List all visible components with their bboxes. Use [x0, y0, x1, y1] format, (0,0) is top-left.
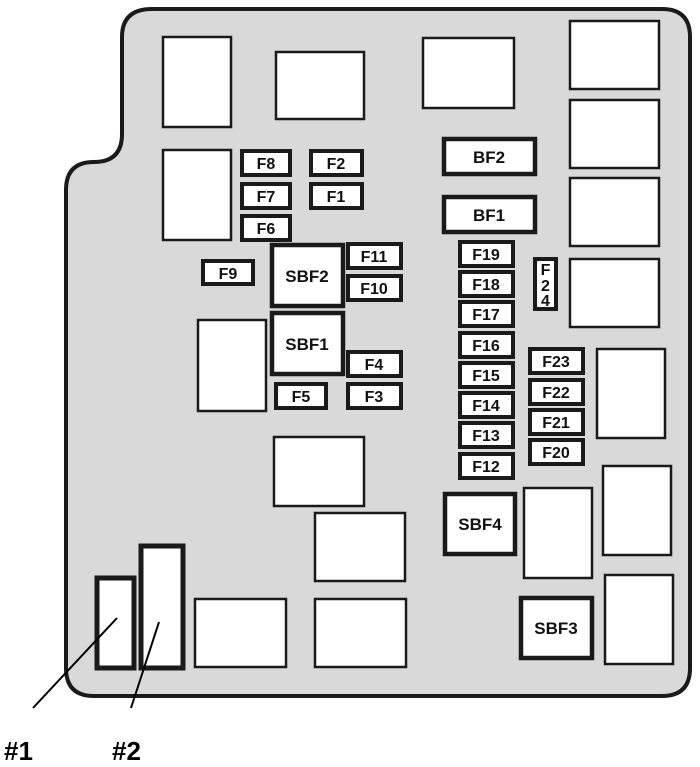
- fuse-label: F3: [365, 389, 384, 406]
- fuse-label: F19: [472, 247, 500, 264]
- fuse-label: SBF3: [534, 619, 577, 638]
- fuse-label: F20: [542, 445, 570, 462]
- slot: [272, 435, 366, 508]
- slot: [568, 19, 661, 91]
- fuse-f15: F15: [458, 361, 515, 389]
- fuse-f2: F2: [309, 149, 364, 177]
- fuse-label-char: F: [541, 262, 551, 279]
- slow-blow-fuse-sbf1: SBF1: [269, 310, 346, 377]
- fuse-f11: F11: [346, 242, 403, 270]
- blade-fuse-bf2: BF2: [441, 136, 538, 177]
- fuse-label: SBF2: [285, 267, 328, 286]
- fuse-f16: F16: [458, 331, 515, 359]
- fuse-f18: F18: [458, 270, 515, 298]
- fuse-label: F14: [472, 398, 500, 415]
- fuse-label: F13: [472, 428, 500, 445]
- fuse-label: F10: [360, 281, 388, 298]
- fuse-f23: F23: [528, 347, 585, 375]
- fuse-label: F23: [542, 354, 570, 371]
- slot: [161, 35, 233, 129]
- fuse-f22: F22: [528, 378, 585, 406]
- slot: [161, 148, 233, 242]
- fuse-f19: F19: [458, 240, 515, 268]
- slot: [568, 176, 661, 248]
- fuse-label: F9: [219, 266, 238, 283]
- fuse-label: F18: [472, 277, 500, 294]
- callout-line-1: [32, 617, 118, 709]
- fuse-label: F5: [292, 389, 311, 406]
- empty-slots: [161, 19, 675, 669]
- slow-blow-fuse-sbf2: SBF2: [269, 242, 346, 309]
- slot: [313, 597, 408, 669]
- fuse-label: F17: [472, 307, 500, 324]
- fuse-f1: F1: [309, 182, 364, 210]
- fuse-f8: F8: [240, 149, 292, 177]
- fuse-label: F22: [542, 385, 570, 402]
- fuse-label: F16: [472, 338, 500, 355]
- fuse-f20: F20: [528, 438, 585, 466]
- callout-line-2: [130, 621, 160, 709]
- slow-blow-fuse-sbf3: SBF3: [518, 595, 595, 661]
- fuse-f14: F14: [458, 391, 515, 419]
- fuse-label: F21: [542, 415, 570, 432]
- fuse-label: F15: [472, 368, 500, 385]
- fuse-label: SBF1: [285, 335, 328, 354]
- fuse-f4: F4: [346, 350, 403, 378]
- fuse-label: F1: [327, 189, 346, 206]
- fuse-f13: F13: [458, 421, 515, 449]
- fuse-label: F4: [365, 357, 384, 374]
- slot: [568, 257, 661, 329]
- fuse-label: BF2: [473, 148, 505, 167]
- slot: [421, 36, 516, 110]
- fuse-f6: F6: [240, 214, 292, 242]
- fuse-label: BF1: [473, 206, 505, 225]
- fuse-label: F12: [472, 459, 500, 476]
- blade-fuse-bf1: BF1: [441, 194, 538, 235]
- slow-blow-fuse-sbf4: SBF4: [442, 491, 518, 557]
- slot: [601, 464, 673, 557]
- terminal-2: [138, 543, 186, 671]
- fuse-label: SBF4: [458, 515, 502, 534]
- slot: [313, 511, 407, 583]
- fuse-f3: F3: [346, 382, 403, 410]
- slot: [193, 597, 288, 669]
- fuse-f9: F9: [201, 259, 255, 286]
- fuse-f24: F 2 4: [533, 257, 558, 311]
- fuse-f21: F21: [528, 408, 585, 436]
- fuse-label: F8: [257, 156, 276, 173]
- slot: [568, 98, 661, 170]
- fuse-label-char: 2: [541, 278, 550, 295]
- fuse-label: F2: [327, 156, 346, 173]
- fuse-label: F6: [257, 221, 276, 238]
- fuse-f10: F10: [346, 274, 403, 302]
- slot: [522, 486, 594, 580]
- fuse-label: F11: [361, 249, 388, 266]
- fuse-label-char: 4: [541, 293, 550, 310]
- fuse-f7: F7: [240, 182, 292, 210]
- fuse-f12: F12: [458, 452, 515, 480]
- slot: [603, 573, 675, 666]
- slot: [595, 347, 667, 440]
- fuse-f5: F5: [274, 382, 328, 410]
- terminal-1: [94, 575, 137, 671]
- fuse-label: F7: [257, 189, 276, 206]
- slot: [196, 318, 268, 413]
- fuse-f17: F17: [458, 300, 515, 328]
- callout-label-2: #2: [112, 736, 141, 766]
- callout-label-1: #1: [4, 736, 33, 766]
- slot: [274, 50, 366, 121]
